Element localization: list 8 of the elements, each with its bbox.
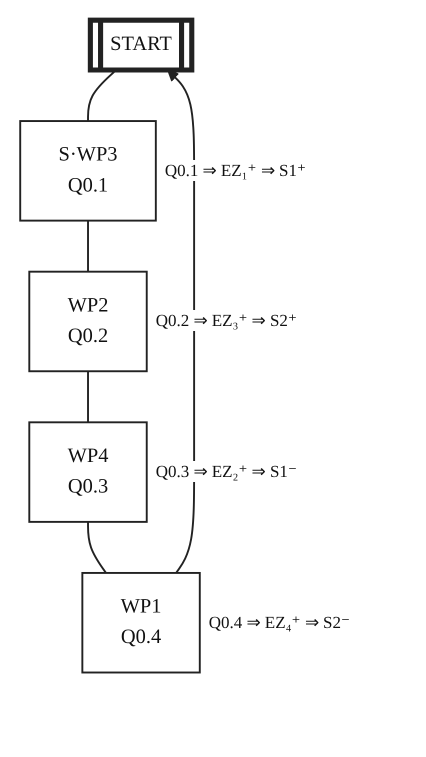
node-box: WP4 Q0.3	[28, 421, 148, 523]
node-box: S·WP3 Q0.1	[19, 120, 157, 222]
connector	[87, 220, 89, 272]
connector	[87, 522, 107, 574]
node-box: WP2 Q0.2	[28, 270, 148, 372]
node-box: WP1 Q0.4	[81, 572, 201, 674]
connector	[87, 371, 89, 422]
arrow	[167, 70, 196, 574]
